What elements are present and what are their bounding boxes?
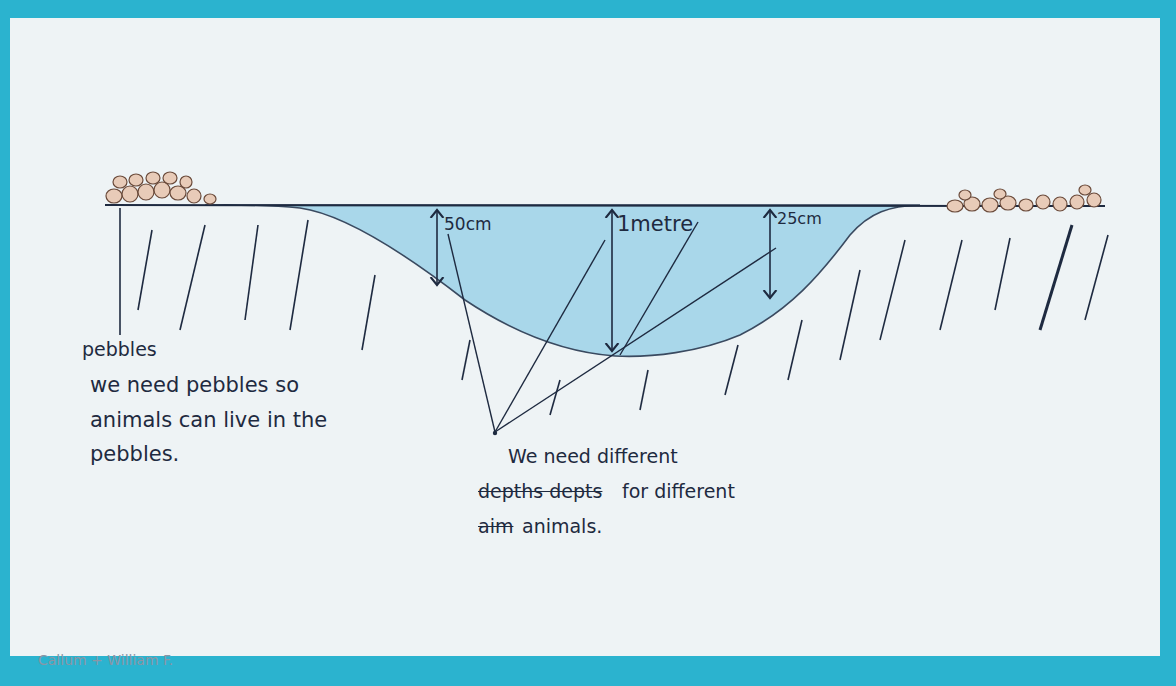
part-name: pebbles [82,338,157,362]
note: We need different [508,445,678,469]
depth-dimension: 1metre [617,211,693,237]
struck-note: depths depts [478,480,602,504]
depth-dimension: 25cm [777,209,822,229]
depth-dimension: 50cm [444,214,492,235]
struck-note: aim [478,515,513,539]
note: animals. [522,515,602,539]
note: for different [622,480,735,504]
author-signature: Callum + William F. [38,652,173,670]
note: we need pebbles so animals can live in t… [90,368,340,472]
